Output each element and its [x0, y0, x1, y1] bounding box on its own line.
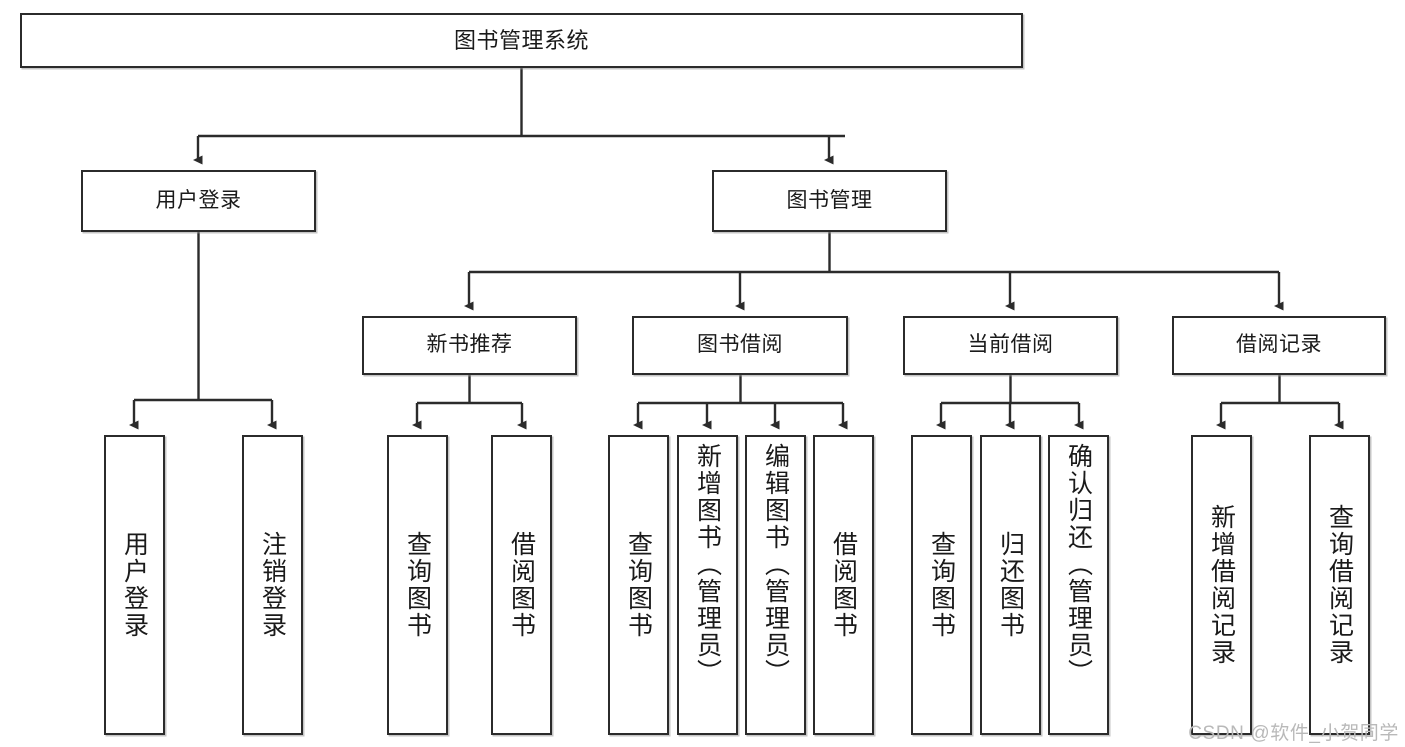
node-label: 注销登录	[258, 531, 287, 639]
node-leaf-return-book[interactable]: 归还图书	[980, 435, 1041, 735]
node-leaf-add-record[interactable]: 新增借阅记录	[1191, 435, 1252, 735]
node-label: 借阅图书	[507, 531, 536, 639]
node-label: 编辑图书（管理员）	[761, 443, 790, 686]
node-leaf-add-book[interactable]: 新增图书（管理员）	[677, 435, 738, 735]
node-label: 归还图书	[996, 531, 1025, 639]
node-leaf-query-book-1[interactable]: 查询图书	[387, 435, 448, 735]
node-label: 当前借阅	[967, 333, 1054, 357]
node-leaf-edit-book[interactable]: 编辑图书（管理员）	[745, 435, 806, 735]
node-root-system[interactable]: 图书管理系统	[20, 13, 1023, 68]
node-leaf-user-login[interactable]: 用户登录	[104, 435, 165, 735]
node-leaf-query-book-2[interactable]: 查询图书	[608, 435, 669, 735]
node-current-borrow[interactable]: 当前借阅	[903, 316, 1118, 375]
node-book-borrow[interactable]: 图书借阅	[632, 316, 848, 375]
node-label: 新增借阅记录	[1207, 504, 1236, 666]
node-label: 用户登录	[120, 531, 149, 639]
node-borrow-record[interactable]: 借阅记录	[1172, 316, 1386, 375]
node-leaf-confirm-return[interactable]: 确认归还（管理员）	[1048, 435, 1109, 735]
node-label: 查询图书	[624, 531, 653, 639]
watermark-text: CSDN @软件_小贺同学	[1188, 723, 1399, 744]
node-label: 借阅记录	[1236, 333, 1322, 357]
node-leaf-borrow-book-1[interactable]: 借阅图书	[491, 435, 552, 735]
node-leaf-query-book-3[interactable]: 查询图书	[911, 435, 972, 735]
node-leaf-query-record[interactable]: 查询借阅记录	[1309, 435, 1370, 735]
node-label: 图书管理	[786, 188, 873, 212]
node-leaf-user-logout[interactable]: 注销登录	[242, 435, 303, 735]
node-leaf-borrow-book-2[interactable]: 借阅图书	[813, 435, 874, 735]
node-label: 用户登录	[155, 188, 242, 212]
node-label: 确认归还（管理员）	[1064, 443, 1093, 686]
node-book-manage[interactable]: 图书管理	[712, 170, 947, 232]
node-label: 图书管理系统	[453, 27, 589, 53]
node-label: 查询图书	[927, 531, 956, 639]
node-label: 查询图书	[403, 531, 432, 639]
node-label: 新书推荐	[426, 333, 513, 357]
node-label: 新增图书（管理员）	[693, 443, 722, 686]
node-label: 图书借阅	[697, 333, 783, 357]
node-user-login[interactable]: 用户登录	[81, 170, 316, 232]
node-label: 查询借阅记录	[1325, 504, 1354, 666]
node-new-book-recommend[interactable]: 新书推荐	[362, 316, 577, 375]
node-label: 借阅图书	[829, 531, 858, 639]
